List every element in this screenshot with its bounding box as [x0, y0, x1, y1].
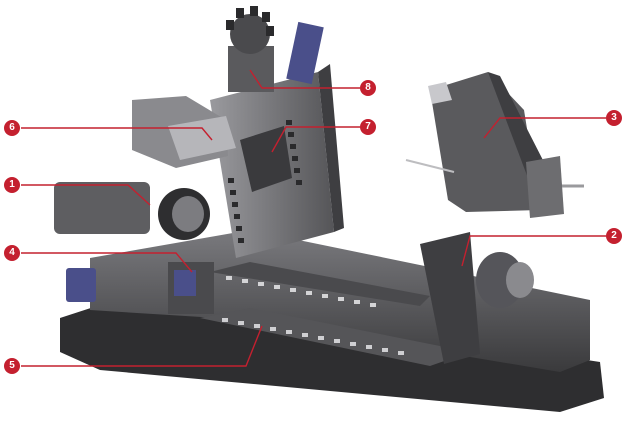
tool-block	[168, 116, 236, 160]
leader-5	[21, 325, 263, 367]
turret-disc	[230, 14, 270, 54]
subspindle-rod	[405, 159, 455, 173]
leader-6	[21, 127, 213, 141]
callout-8: 8	[360, 80, 376, 96]
callout-2: 2	[606, 228, 622, 244]
leader-1	[21, 184, 151, 206]
leader-lines	[21, 69, 606, 367]
callout-3: 3	[606, 110, 622, 126]
callout-4: 4	[4, 245, 20, 261]
tailstock-body	[420, 232, 480, 364]
spindle-motor	[66, 268, 96, 302]
leader-2	[461, 235, 606, 267]
leader-7	[271, 126, 360, 153]
leader-4	[21, 252, 193, 273]
turret-motor	[286, 21, 324, 85]
leader-3	[483, 117, 606, 139]
lower-turret-motor	[174, 270, 196, 296]
lower-ballscrew-teeth	[222, 318, 404, 355]
tailstock-face	[506, 262, 534, 298]
callout-1: 1	[4, 177, 20, 193]
leader-8	[249, 69, 360, 89]
headstock	[54, 182, 150, 234]
callout-6: 6	[4, 120, 20, 136]
servo-motor	[240, 126, 292, 192]
subspindle-tip	[428, 82, 452, 104]
spindle-chuck-face	[172, 196, 204, 232]
upper-guide-rail	[210, 262, 430, 306]
column-rail-holes	[228, 120, 302, 243]
machine-base	[60, 292, 604, 412]
callout-7: 7	[360, 119, 376, 135]
upper-ballscrew-teeth	[226, 276, 376, 307]
subspindle-slide	[526, 156, 564, 218]
turret-tools	[226, 6, 274, 36]
callout-5: 5	[4, 358, 20, 374]
column-side	[318, 64, 344, 232]
